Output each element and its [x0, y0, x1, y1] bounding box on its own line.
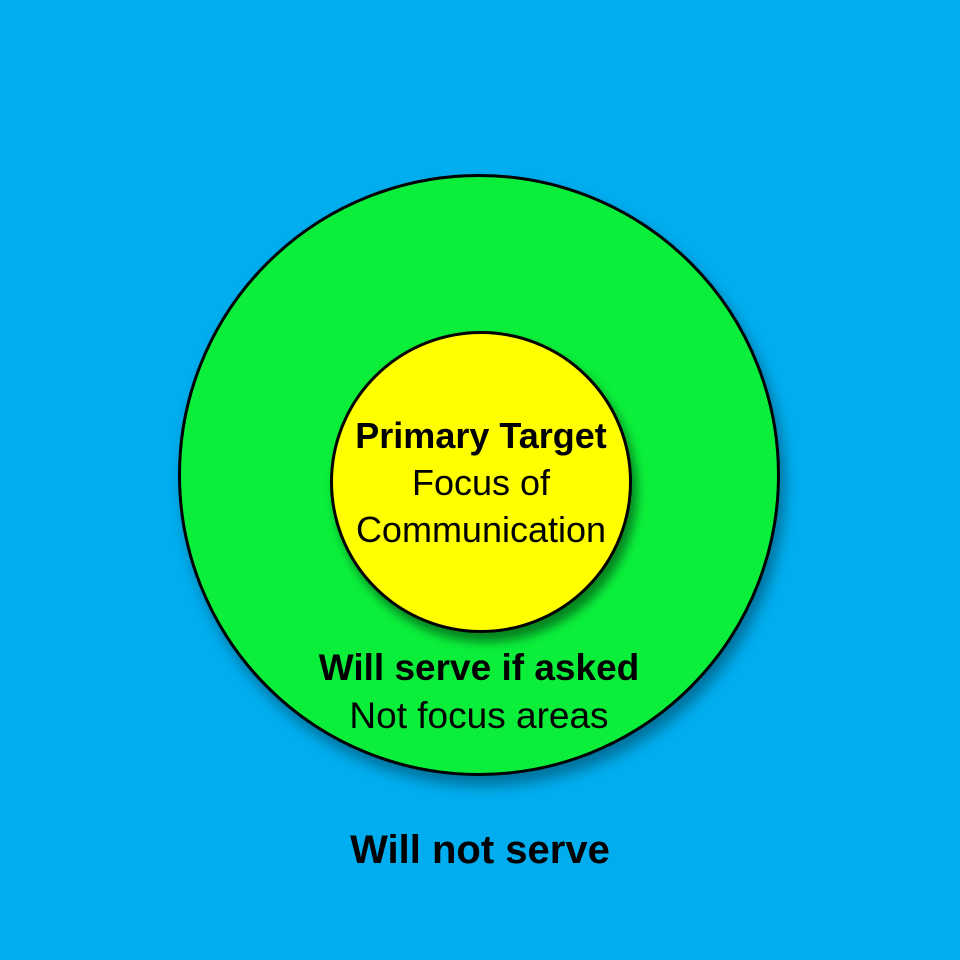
outer-circle-heading: Will serve if asked — [318, 647, 640, 688]
inner-circle-primary-target: Primary Target Focus of Communication — [330, 331, 632, 633]
outside-label-will-not-serve: Will not serve — [350, 828, 610, 872]
outer-circle-text-block: Will serve if asked Not focus areas — [181, 644, 777, 740]
inner-circle-text-block: Primary Target Focus of Communication — [333, 412, 629, 553]
inner-circle-heading: Primary Target — [355, 414, 607, 456]
outer-circle-body: Not focus areas — [349, 695, 609, 736]
outer-circle-will-serve: Primary Target Focus of Communication Wi… — [178, 174, 780, 776]
inner-circle-body: Focus of Communication — [355, 461, 607, 550]
